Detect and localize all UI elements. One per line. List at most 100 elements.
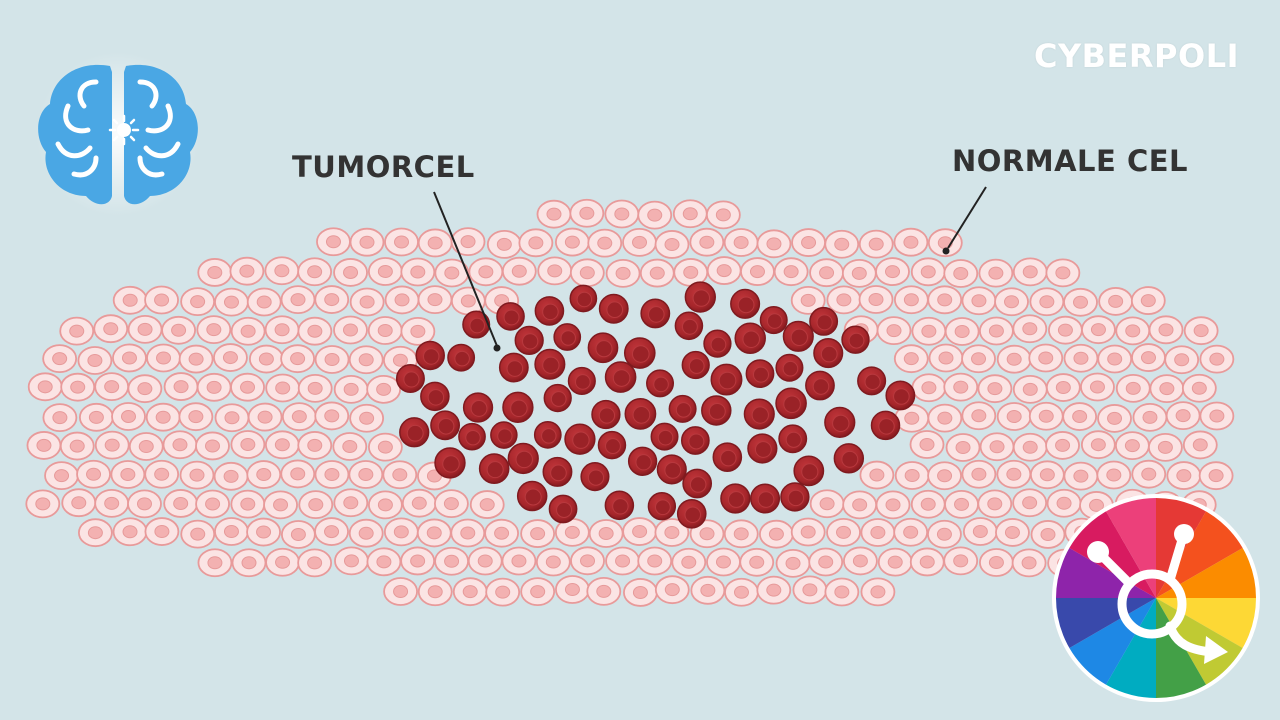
normal-cell	[400, 257, 436, 287]
normal-cell	[1062, 402, 1098, 431]
normal-cell	[1164, 345, 1200, 375]
tumor-cell	[650, 422, 679, 451]
tumor-cell	[604, 361, 637, 393]
normal-cell	[280, 344, 316, 374]
normal-cell	[637, 546, 673, 576]
normal-cell	[927, 461, 962, 491]
normal-cell	[1147, 432, 1183, 462]
normal-cell	[417, 577, 453, 607]
tumor-cell	[496, 302, 525, 331]
normal-cell	[1199, 344, 1235, 374]
normal-cell	[586, 577, 622, 606]
normal-cell	[759, 519, 794, 549]
tumor-cell	[710, 363, 743, 396]
logo-wheel-segment	[1067, 598, 1156, 687]
normal-cell	[450, 227, 486, 257]
normal-cell	[536, 199, 572, 229]
normal-cell	[93, 314, 129, 344]
normal-cell	[349, 227, 385, 257]
normal-cell	[622, 227, 657, 257]
normal-cell	[909, 547, 945, 577]
normal-cell	[1098, 287, 1134, 316]
normal-cell	[180, 519, 216, 549]
normal-cell	[178, 402, 214, 432]
normal-cell	[214, 517, 249, 546]
normal-cell	[348, 460, 384, 489]
tumor-cell	[857, 366, 887, 396]
tumor-cell	[809, 306, 839, 336]
normal-cell	[1080, 430, 1116, 460]
normal-cell	[842, 490, 878, 520]
tumor-cell	[701, 395, 732, 426]
normal-cell	[1045, 431, 1080, 460]
normal-cell	[349, 403, 385, 433]
normal-cell	[42, 403, 78, 433]
tumor-cell	[434, 447, 466, 479]
normal-cell	[1148, 315, 1184, 345]
normal-cell	[1182, 430, 1218, 460]
normal-cell	[384, 227, 419, 257]
tumor-cell	[775, 387, 807, 420]
normal-cell	[314, 460, 350, 489]
normal-cell	[1165, 401, 1201, 431]
normal-cell	[348, 345, 384, 375]
normal-cell	[265, 547, 300, 577]
normal-cell	[1028, 401, 1064, 431]
normal-cell	[163, 489, 199, 518]
normal-cell	[1045, 258, 1081, 288]
tumor-cell	[780, 482, 810, 512]
normal-cell	[723, 228, 759, 257]
normal-cell	[195, 431, 230, 461]
normal-cell	[977, 374, 1013, 404]
normal-cell	[197, 258, 233, 287]
normal-cell	[264, 256, 300, 286]
normal-cell	[587, 228, 623, 258]
normal-cell	[197, 548, 233, 578]
tumor-cell	[623, 337, 656, 369]
normal-cell	[724, 577, 759, 607]
tumor-cell	[543, 383, 572, 413]
normal-cell	[1012, 374, 1048, 404]
tumor-cell	[598, 293, 629, 324]
tumor-cell	[533, 420, 562, 449]
normal-cell	[1046, 488, 1082, 518]
tumor-cell	[415, 340, 445, 371]
normal-cell	[501, 256, 537, 286]
tumor-cell	[564, 423, 596, 455]
normal-cell	[979, 432, 1015, 462]
normal-cell	[775, 548, 811, 578]
tumor-cell	[478, 453, 510, 484]
tumor-cell	[841, 325, 870, 354]
tumor-cell	[720, 483, 751, 514]
normal-cell	[401, 488, 437, 518]
normal-cell	[400, 317, 436, 346]
tumor-cell	[490, 421, 518, 449]
normal-cell	[144, 285, 179, 315]
normal-cell	[231, 548, 267, 578]
tumor-cell	[681, 350, 710, 380]
tumor-cell	[805, 370, 835, 401]
normal-cell	[1011, 548, 1047, 578]
normal-cell	[333, 374, 369, 404]
normal-cell	[1166, 461, 1202, 490]
normal-cell	[842, 546, 878, 576]
normal-cell	[196, 315, 232, 345]
normal-cell	[841, 258, 877, 288]
normal-cell	[927, 519, 962, 549]
normal-cell	[826, 517, 861, 547]
normal-cell	[1080, 372, 1115, 402]
tumor-cell	[395, 363, 425, 393]
normal-cell	[314, 345, 350, 374]
normal-cell	[979, 548, 1014, 577]
normal-cell	[520, 577, 556, 607]
normal-cell	[348, 518, 384, 548]
normal-cell	[961, 401, 997, 431]
normal-cell	[893, 285, 929, 315]
normal-cell	[858, 285, 894, 314]
normal-cell	[824, 577, 860, 607]
tumor-cell	[498, 352, 529, 383]
tumor-cell	[833, 443, 865, 474]
tumor-cell	[759, 306, 788, 335]
normal-cell	[280, 285, 316, 315]
